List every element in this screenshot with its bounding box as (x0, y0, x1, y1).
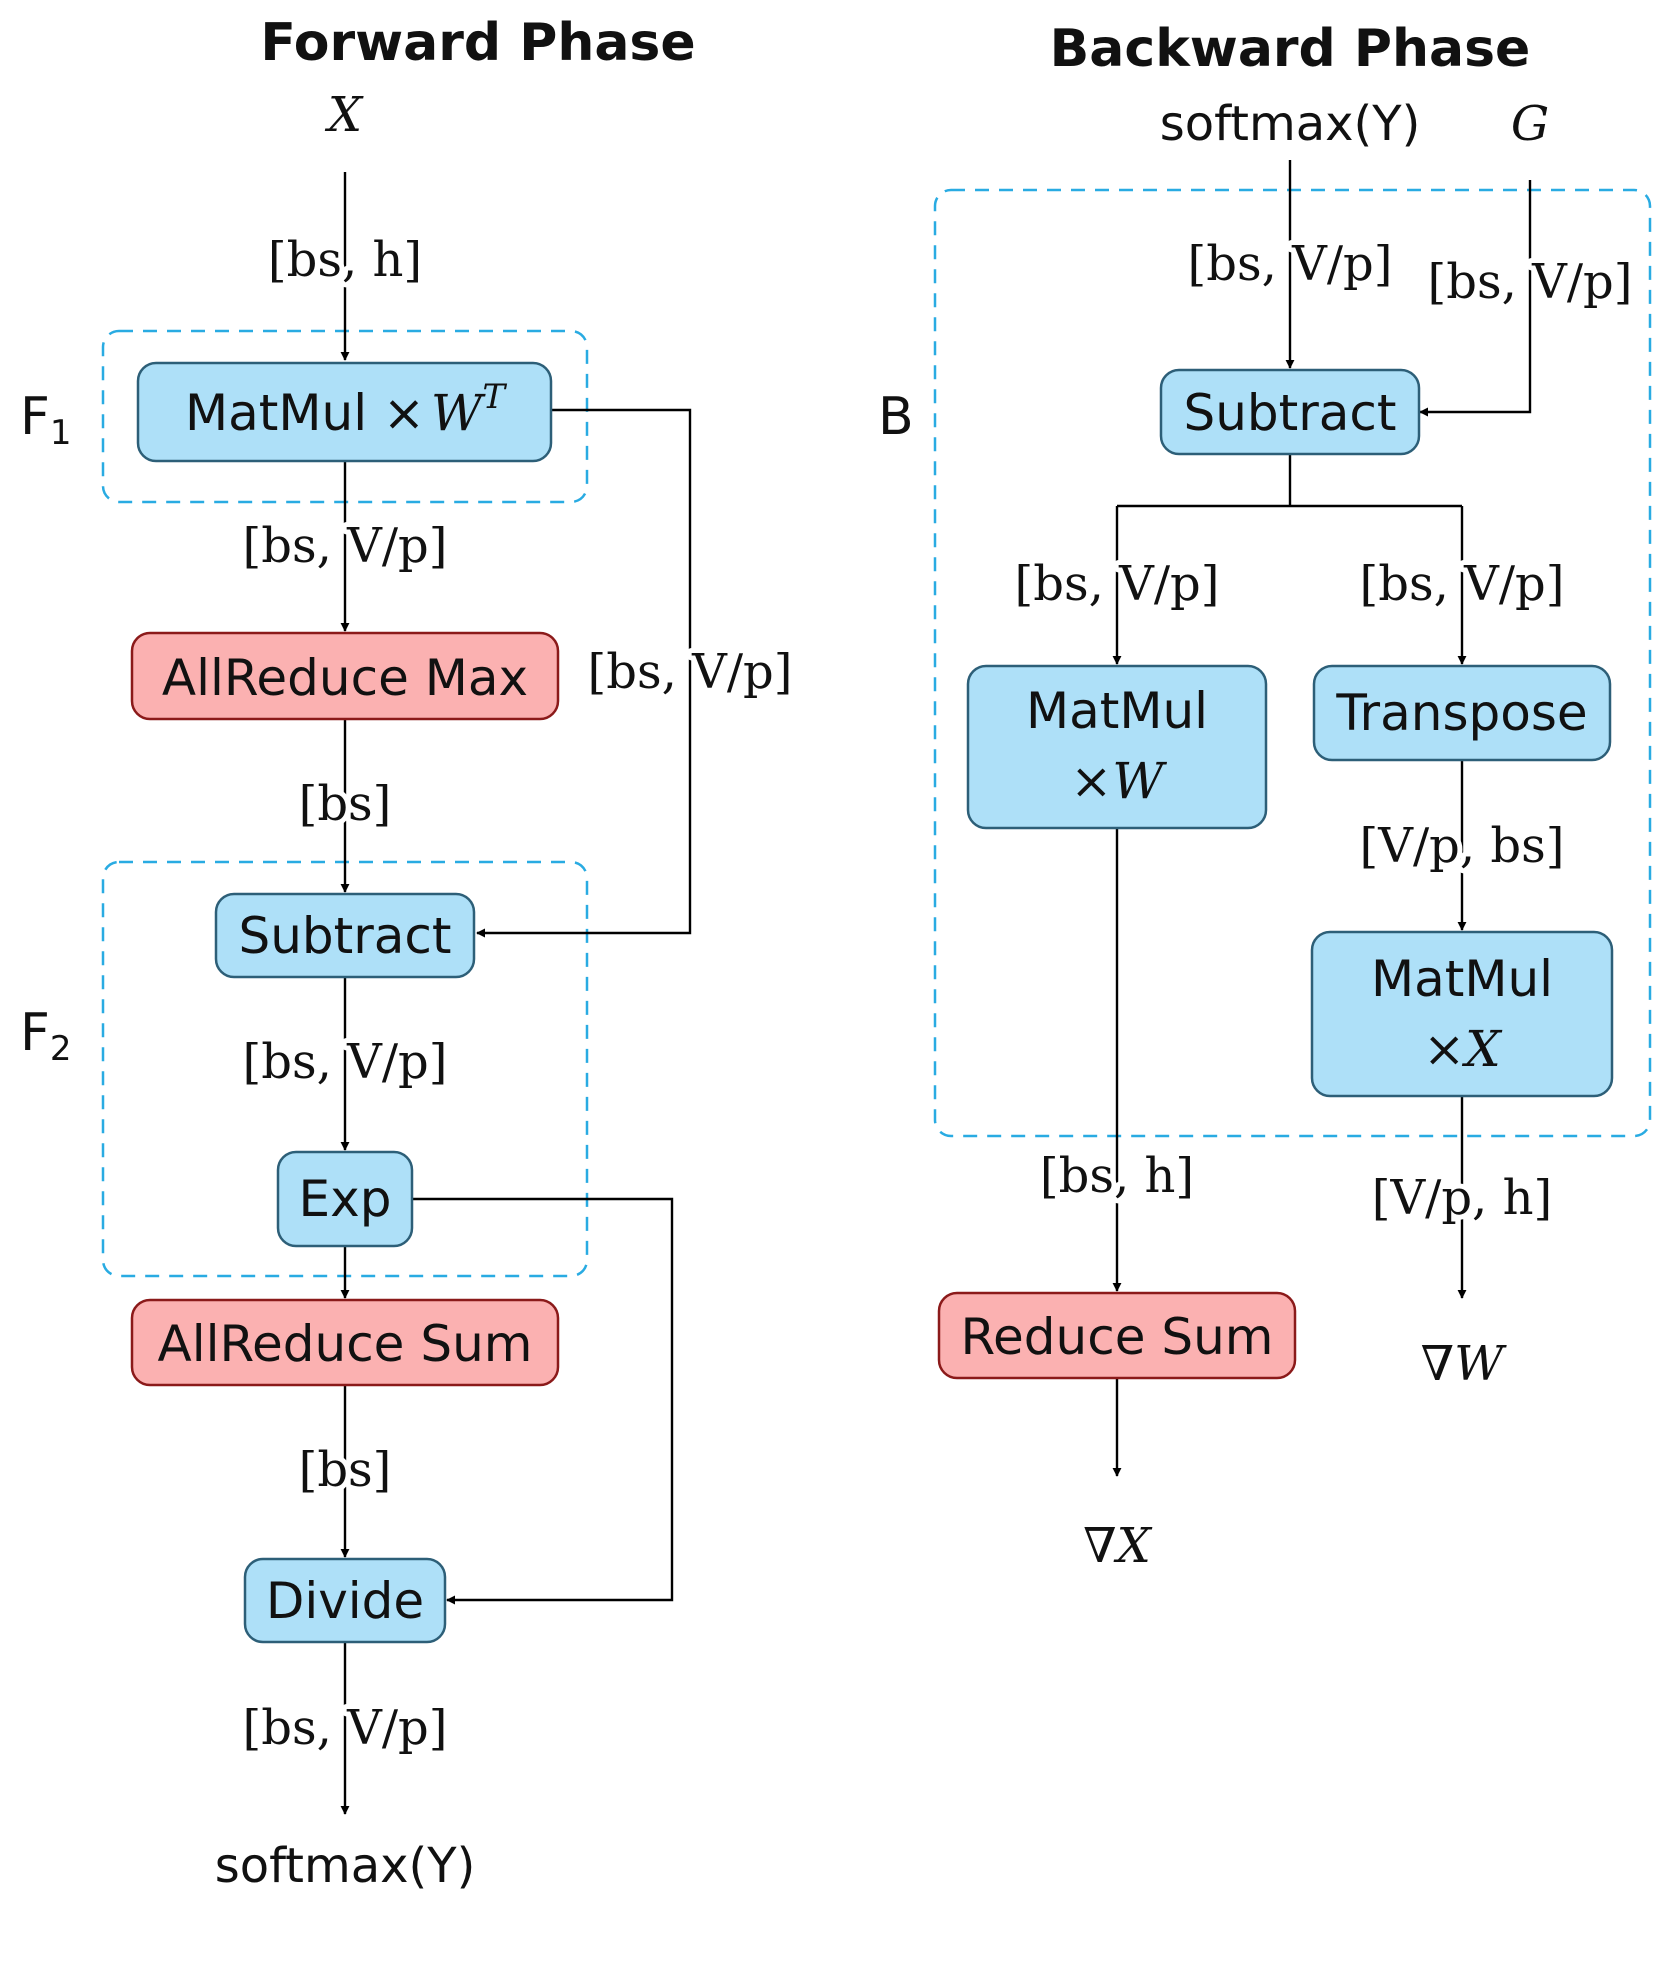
forward-label-after-matmul: [bs, V/p] (243, 518, 448, 574)
node-divide-label: Divide (266, 1572, 424, 1630)
backward-label-grad-w-shape: [V/p, h] (1372, 1170, 1552, 1226)
backward-label-left-branch: [bs, V/p] (1015, 556, 1220, 612)
backward-output-grad-w: ∇W (1421, 1336, 1508, 1392)
forward-label-output-shape: [bs, V/p] (243, 1700, 448, 1756)
forward-label-after-sum: [bs] (299, 1442, 392, 1498)
forward-input-x: X (324, 87, 364, 143)
node-backward-matmul-w: MatMul ×W (966, 664, 1268, 830)
node-backward-subtract: Subtract (1159, 368, 1421, 456)
node-backward-matmul-x-bottom: ×X (1423, 1020, 1503, 1078)
backward-input-softmax: softmax(Y) (1160, 96, 1421, 152)
node-backward-subtract-label: Subtract (1183, 384, 1396, 442)
node-transpose: Transpose (1312, 664, 1612, 762)
region-f1-label: F1 (20, 387, 72, 453)
region-f2-label: F2 (20, 1003, 72, 1069)
backward-output-grad-x: ∇X (1083, 1518, 1153, 1574)
region-b-box (933, 188, 1652, 1138)
node-forward-subtract-label: Subtract (238, 907, 451, 965)
node-reduce-sum: Reduce Sum (937, 1291, 1297, 1380)
node-backward-matmul-w-bottom: ×W (1070, 752, 1167, 810)
forward-label-after-subtract: [bs, V/p] (243, 1034, 448, 1090)
node-forward-subtract: Subtract (214, 892, 476, 979)
forward-label-after-max: [bs] (299, 776, 392, 832)
forward-label-skip-matmul: [bs, V/p] (588, 644, 793, 700)
backward-label-grad-shape: [bs, V/p] (1428, 254, 1633, 310)
backward-label-softmax-shape: [bs, V/p] (1188, 236, 1393, 292)
forward-output-softmax: softmax(Y) (215, 1838, 476, 1894)
backward-heading: Backward Phase (1050, 19, 1531, 79)
node-exp: Exp (276, 1150, 414, 1248)
backward-label-right-branch: [bs, V/p] (1360, 556, 1565, 612)
backward-edges (1112, 160, 1532, 1477)
backward-input-g: G (1511, 96, 1549, 152)
backward-label-grad-x-shape: [bs, h] (1040, 1148, 1194, 1204)
node-reduce-sum-label: Reduce Sum (961, 1308, 1274, 1366)
node-allreduce-sum-label: AllReduce Sum (158, 1315, 533, 1373)
forward-heading: Forward Phase (260, 13, 695, 73)
node-forward-matmul: MatMul ×WT (136, 361, 553, 463)
node-allreduce-max: AllReduce Max (130, 631, 560, 721)
forward-label-input-shape: [bs, h] (268, 232, 422, 288)
node-backward-matmul-x: MatMul ×X (1310, 930, 1614, 1098)
edge-g-to-subtract (1419, 180, 1532, 417)
region-b-label: B (878, 387, 914, 447)
edge-matmul-skip-to-subtract (476, 408, 692, 938)
node-forward-matmul-label: MatMul ×WT (185, 377, 507, 442)
node-exp-label: Exp (299, 1170, 392, 1228)
backward-label-after-transpose: [V/p, bs] (1360, 818, 1565, 874)
node-backward-matmul-x-top: MatMul (1371, 950, 1553, 1008)
forward-edges (340, 172, 692, 1815)
edge-exp-skip-to-divide (412, 1197, 674, 1605)
node-allreduce-sum: AllReduce Sum (130, 1298, 560, 1387)
node-allreduce-max-label: AllReduce Max (162, 649, 528, 707)
node-divide: Divide (243, 1557, 447, 1644)
node-backward-matmul-w-top: MatMul (1026, 682, 1208, 740)
node-transpose-label: Transpose (1335, 684, 1587, 742)
